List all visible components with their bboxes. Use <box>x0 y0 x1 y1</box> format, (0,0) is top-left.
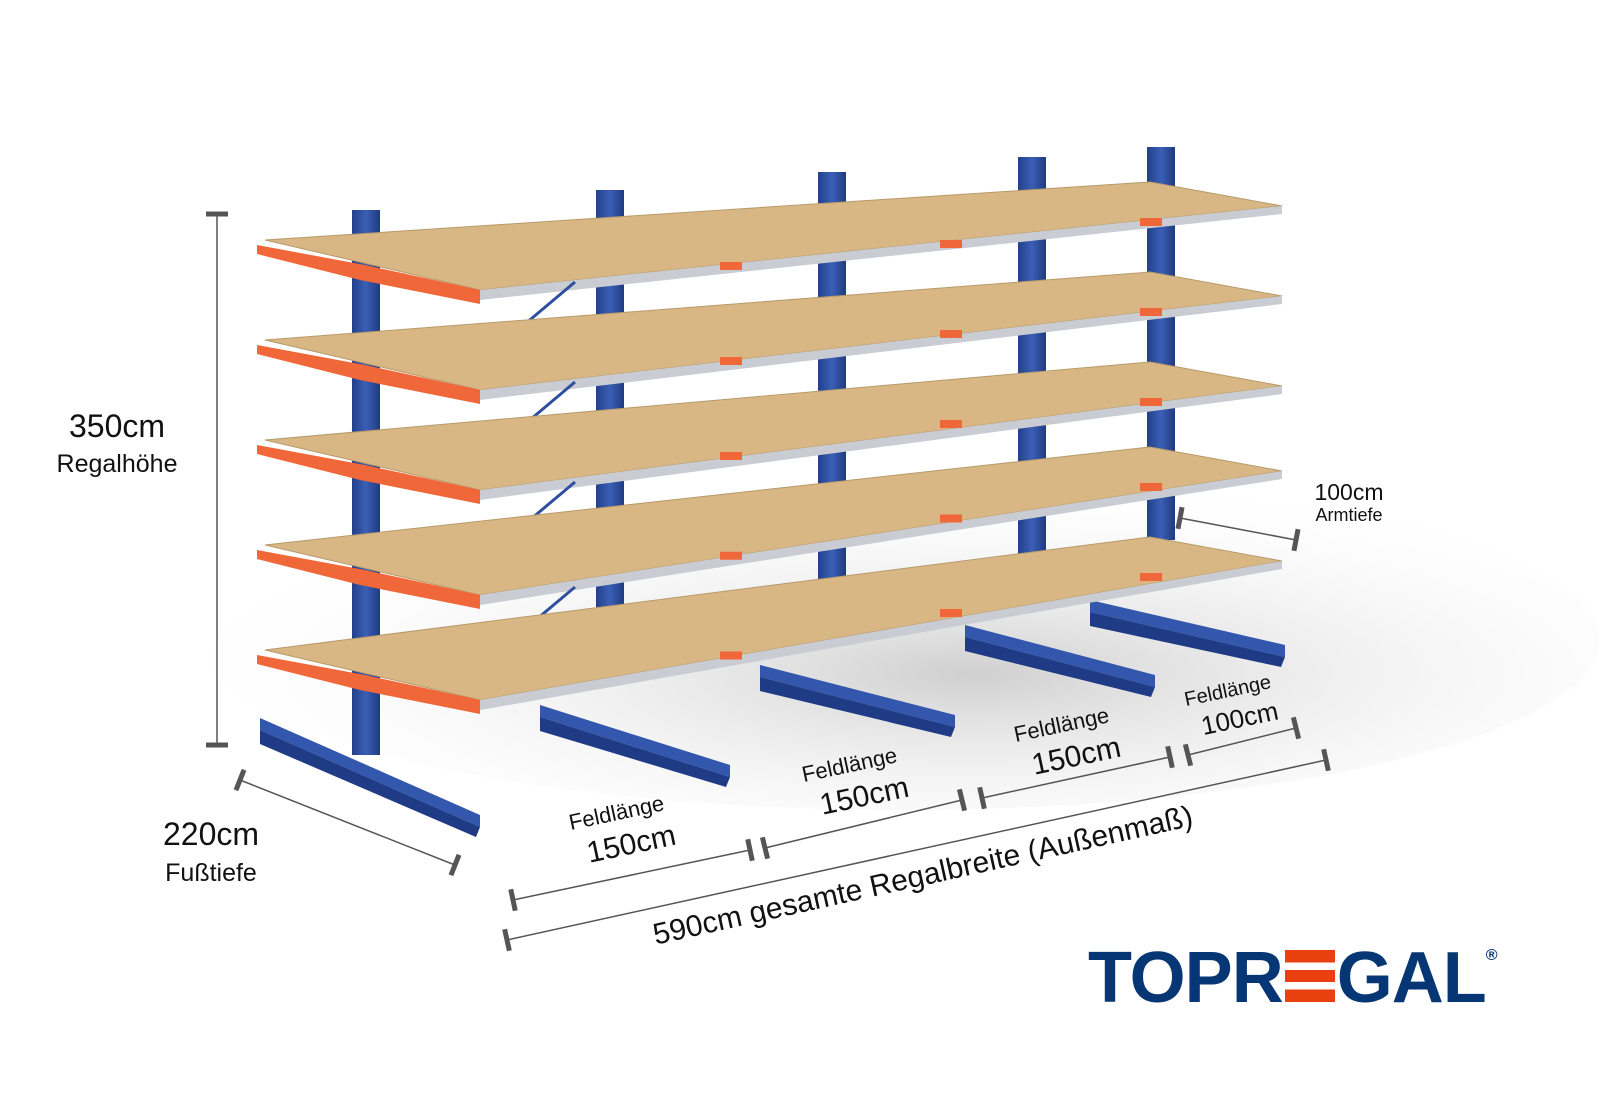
base-foot-top <box>540 705 730 777</box>
registered-mark: ® <box>1485 947 1498 964</box>
shelf-edge <box>480 386 1282 500</box>
field-4-dimension-tick <box>1182 743 1194 767</box>
arm-end-cap <box>1140 218 1162 226</box>
arm-end-cap <box>940 330 962 338</box>
field-1-dimension-tick <box>508 888 518 912</box>
base-foot-top <box>1090 600 1285 657</box>
total-width-dimension <box>506 759 1327 941</box>
arm-depth-value: 100cm <box>1314 479 1383 505</box>
arm-depth-dimension <box>1179 517 1297 541</box>
arm-end-cap <box>940 609 962 617</box>
field-4-dimension-tick <box>1290 716 1302 740</box>
height-value: 350cm <box>69 408 165 444</box>
base-foot-side <box>965 637 1155 697</box>
foot-depth-dimension-tick <box>448 853 462 877</box>
arm-end-cap <box>720 357 742 365</box>
base-foot-top <box>260 718 480 827</box>
cantilever-arm <box>257 655 480 714</box>
base-feet <box>260 600 1285 837</box>
dimension-lines <box>206 211 1331 952</box>
logo-text-start: TOPR <box>1088 938 1284 1018</box>
arm-end-cap <box>1140 308 1162 316</box>
base-foot-top <box>965 625 1155 687</box>
height-label: Regalhöhe <box>57 450 178 478</box>
shelves <box>257 181 1283 714</box>
arm-end-cap <box>720 551 742 560</box>
arm-end-cap <box>1140 398 1162 406</box>
arm-end-cap <box>1140 573 1162 581</box>
field-4-dimension <box>1187 727 1297 756</box>
shelf-edge <box>480 471 1282 605</box>
total-width-dimension-tick <box>1321 748 1331 772</box>
shelf-edge <box>480 561 1282 710</box>
foot-depth-label: Fußtiefe <box>165 859 257 887</box>
shelf-edge <box>480 296 1282 400</box>
arm-end-cap <box>940 240 962 248</box>
foot-depth-dimension-tick <box>233 768 247 792</box>
arm-end-cap <box>720 651 742 660</box>
field-2-dimension-tick <box>759 836 771 860</box>
base-foot-side <box>760 677 955 737</box>
arm-depth-label: Armtiefe <box>1315 505 1382 525</box>
field-2-dimension <box>764 799 963 849</box>
base-foot-side <box>1090 612 1285 667</box>
field-1-dimension-tick <box>745 838 755 862</box>
field-3-dimension-tick <box>1165 745 1175 769</box>
field-3-dimension-tick <box>977 786 987 810</box>
arm-depth-dimension-tick <box>1175 506 1185 530</box>
base-foot-top <box>760 665 955 727</box>
arm-end-cap <box>720 452 742 460</box>
base-foot-side <box>540 717 730 787</box>
logo-text-end: GAL <box>1336 938 1487 1018</box>
logo-e-stripes <box>1284 950 1335 1002</box>
field-2-dimension-tick <box>956 788 968 812</box>
foot-depth-dimension <box>239 779 456 866</box>
cantilever-arm <box>257 245 480 304</box>
arm-end-cap <box>940 514 962 523</box>
cantilever-arm <box>257 445 480 504</box>
arm-end-cap <box>940 420 962 428</box>
arm-end-cap <box>1140 483 1162 491</box>
base-foot-side <box>260 730 480 837</box>
shelf-edge <box>480 206 1282 300</box>
arm-end-cap <box>720 262 742 270</box>
cantilever-arm <box>257 550 480 609</box>
field-3-dimension <box>981 756 1171 799</box>
foot-depth-value: 220cm <box>163 816 259 852</box>
total-width-label: 590cm gesamte Regalbreite (Außenmaß) <box>650 800 1196 952</box>
cantilever-arm <box>257 345 480 404</box>
total-width-dimension-tick <box>502 928 512 952</box>
field-1-dimension <box>512 849 751 901</box>
arm-depth-dimension-tick <box>1291 528 1301 552</box>
